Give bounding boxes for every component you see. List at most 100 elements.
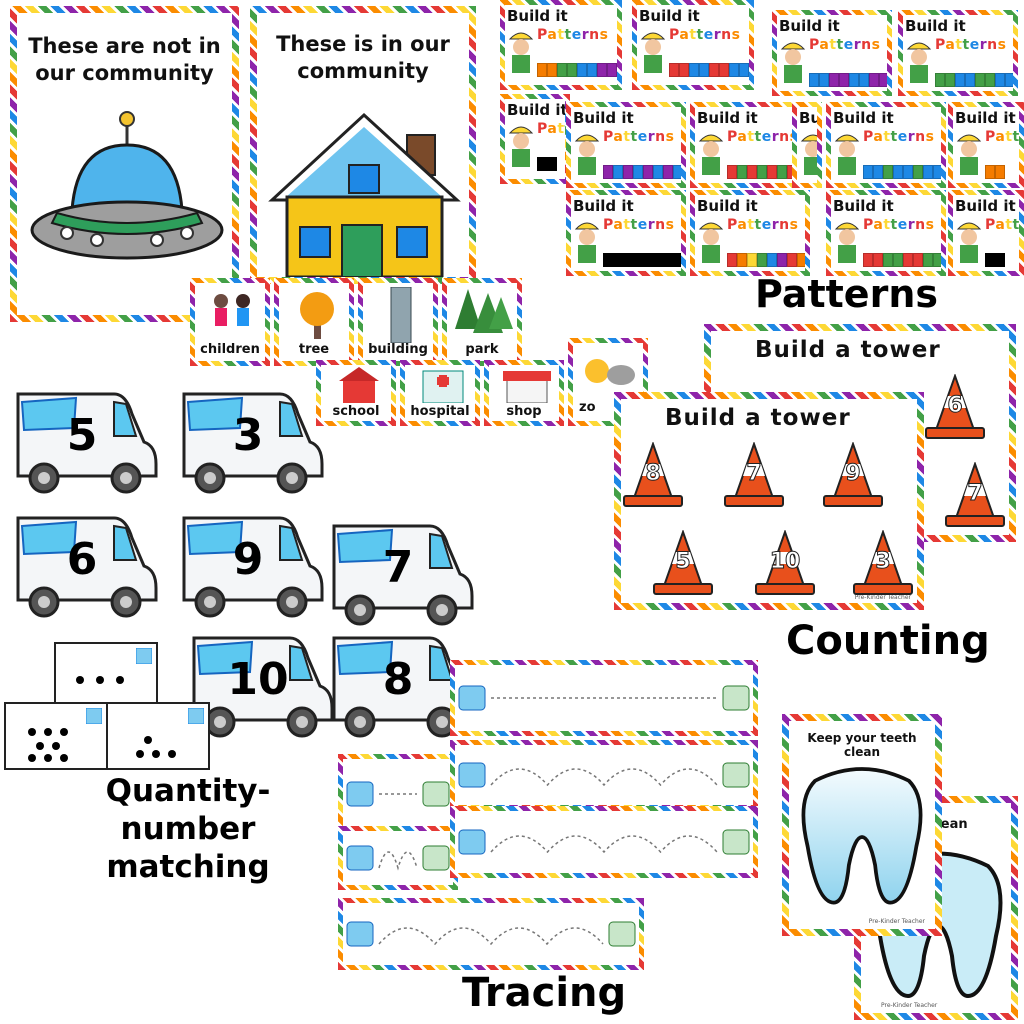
pattern-block bbox=[757, 165, 767, 179]
pattern-block bbox=[893, 253, 903, 267]
card-footer: Pre-Kinder Teacher bbox=[854, 594, 911, 601]
tree-icon bbox=[300, 292, 334, 339]
word-label: shop bbox=[506, 404, 542, 419]
card-title: Build it bbox=[779, 17, 840, 35]
pattern-block bbox=[653, 253, 663, 267]
pattern-block bbox=[653, 165, 663, 179]
pattern-block bbox=[1005, 73, 1013, 87]
cone-number: 7 bbox=[746, 461, 761, 486]
pattern-block bbox=[873, 165, 883, 179]
pattern-block bbox=[913, 165, 923, 179]
tracing-strip bbox=[338, 826, 458, 890]
pattern-block bbox=[727, 165, 737, 179]
pattern-block bbox=[767, 253, 777, 267]
card-title: Build it bbox=[697, 109, 758, 127]
pattern-block bbox=[819, 73, 829, 87]
card-title: Build it bbox=[799, 109, 822, 127]
builder-icon bbox=[698, 222, 724, 263]
pattern-block bbox=[623, 253, 633, 267]
park-trees-icon bbox=[455, 289, 513, 333]
quantity-card bbox=[54, 642, 158, 708]
pattern-block bbox=[737, 165, 747, 179]
builder-icon bbox=[834, 222, 860, 263]
quantity-label: Quantity-number matching bbox=[46, 772, 330, 886]
truck-number: 9 bbox=[233, 534, 264, 585]
card-subtitle: Patterns bbox=[809, 37, 881, 53]
builder-icon bbox=[508, 32, 534, 73]
dots-eight bbox=[28, 728, 68, 762]
card-subtitle: Patterns bbox=[935, 37, 1007, 53]
pattern-block bbox=[975, 73, 985, 87]
pattern-block bbox=[633, 253, 643, 267]
word-label: school bbox=[332, 404, 380, 419]
card-subtitle: Patterns bbox=[603, 217, 675, 233]
pattern-block bbox=[673, 165, 681, 179]
pattern-block bbox=[893, 165, 903, 179]
cone-number: 10 bbox=[770, 549, 801, 574]
pattern-block bbox=[903, 253, 913, 267]
pattern-block bbox=[995, 73, 1005, 87]
traffic-cone-icon: 9 bbox=[823, 442, 883, 507]
pattern-block bbox=[859, 73, 869, 87]
patterns-label: Patterns bbox=[755, 272, 938, 316]
traffic-cone-icon: 3 bbox=[853, 530, 913, 595]
pattern-block bbox=[839, 73, 849, 87]
dots-three bbox=[76, 676, 124, 684]
stamp-icon bbox=[136, 648, 152, 664]
pattern-block bbox=[689, 63, 699, 77]
tracing-path bbox=[458, 685, 750, 711]
card-title: Build it bbox=[639, 7, 700, 25]
pattern-block bbox=[787, 253, 797, 267]
pattern-block bbox=[797, 253, 805, 267]
pattern-block bbox=[613, 253, 623, 267]
word-label: children bbox=[200, 342, 260, 357]
pattern-block bbox=[945, 73, 955, 87]
word-label: building bbox=[368, 342, 428, 357]
pattern-block bbox=[863, 253, 873, 267]
word-label: park bbox=[465, 342, 499, 357]
mail-truck-icon: 10 bbox=[192, 636, 334, 738]
tracing-path bbox=[458, 829, 750, 855]
word-cards: children tree building park school hospi… bbox=[190, 278, 650, 428]
truck-number: 8 bbox=[383, 654, 414, 705]
word-label: tree bbox=[298, 342, 330, 357]
card-subtitle: Patterns bbox=[669, 27, 741, 43]
tooth-icon bbox=[801, 767, 923, 905]
pattern-block bbox=[777, 253, 787, 267]
card-subtitle: Patterns bbox=[985, 129, 1020, 145]
card-subtitle: Patterns bbox=[537, 27, 609, 43]
mail-truck-icon: 6 bbox=[16, 516, 158, 618]
pattern-card: Build it Patterns bbox=[772, 10, 892, 96]
builder-icon bbox=[780, 42, 806, 83]
builder-icon bbox=[956, 134, 982, 175]
card-footer: Pre-Kinder Teacher bbox=[881, 1002, 938, 1009]
card-subtitle: Patterns bbox=[985, 217, 1020, 233]
pattern-block bbox=[787, 165, 797, 179]
stamp-icon bbox=[86, 708, 102, 724]
traffic-cone-icon: 7 bbox=[724, 442, 784, 507]
word-card: building bbox=[358, 278, 438, 366]
pattern-block bbox=[995, 253, 1005, 267]
builder-icon bbox=[698, 134, 724, 175]
pattern-block bbox=[719, 63, 729, 77]
tracing-path bbox=[346, 781, 450, 807]
pattern-block bbox=[643, 253, 653, 267]
tracing-strip bbox=[338, 754, 458, 834]
pattern-block bbox=[547, 63, 557, 77]
pattern-block bbox=[623, 165, 633, 179]
pattern-block bbox=[737, 253, 747, 267]
pattern-block bbox=[729, 63, 739, 77]
truck-number: 7 bbox=[383, 542, 414, 593]
pattern-block bbox=[643, 165, 653, 179]
pattern-block bbox=[663, 253, 673, 267]
card-title: Build it bbox=[833, 197, 894, 215]
stamp-icon bbox=[188, 708, 204, 724]
pattern-block bbox=[537, 157, 547, 171]
pattern-block bbox=[747, 165, 757, 179]
pattern-block bbox=[985, 73, 995, 87]
